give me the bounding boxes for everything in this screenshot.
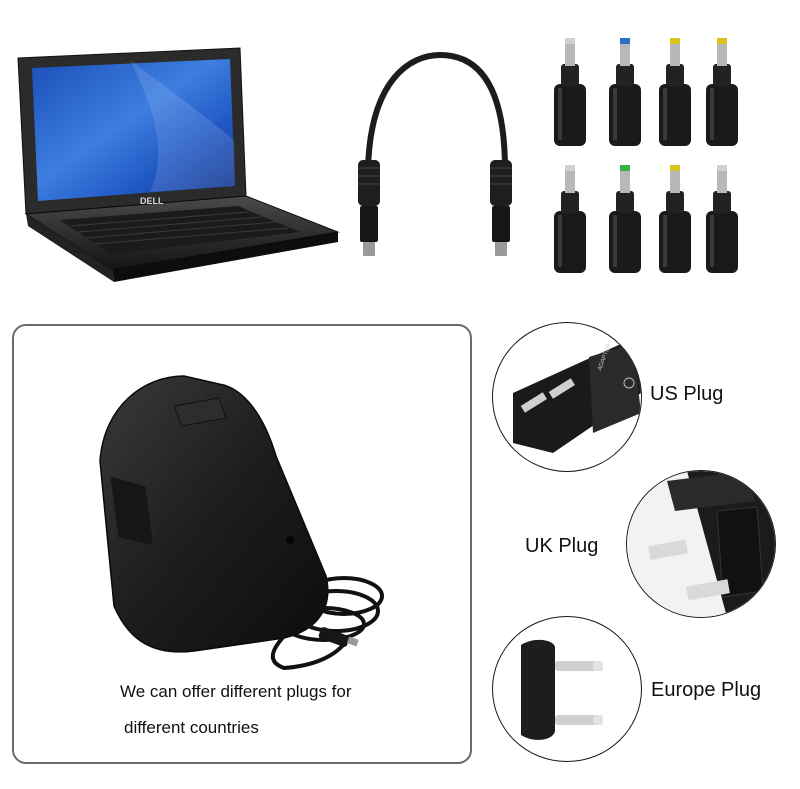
dc-tips-image [554, 38, 738, 273]
dc-tip [659, 38, 691, 146]
dc-tip [554, 38, 586, 146]
europe-plug-label: Europe Plug [651, 679, 762, 701]
dc-tip [706, 38, 738, 146]
dc-tip [659, 165, 691, 273]
dc-tip [609, 165, 641, 273]
uk-plug-label: UK Plug [525, 535, 599, 557]
adapter-panel: We can offer different plugs for differe… [12, 324, 472, 764]
laptop-image: DELL [17, 47, 340, 282]
europe-plug-photo [492, 616, 642, 762]
power-adapter-image [99, 375, 384, 671]
dc-tip [609, 38, 641, 146]
dc-cable-image [358, 51, 512, 256]
caption-line-1: We can offer different plugs for [120, 682, 352, 701]
dc-tip [706, 165, 738, 273]
us-plug-photo: ADAPTER [492, 322, 642, 472]
dc-tip [554, 165, 586, 273]
caption-line-2: different countries [124, 718, 259, 737]
uk-plug-photo [626, 470, 776, 618]
us-plug-label: US Plug [650, 383, 724, 405]
svg-text:DELL: DELL [140, 196, 164, 206]
